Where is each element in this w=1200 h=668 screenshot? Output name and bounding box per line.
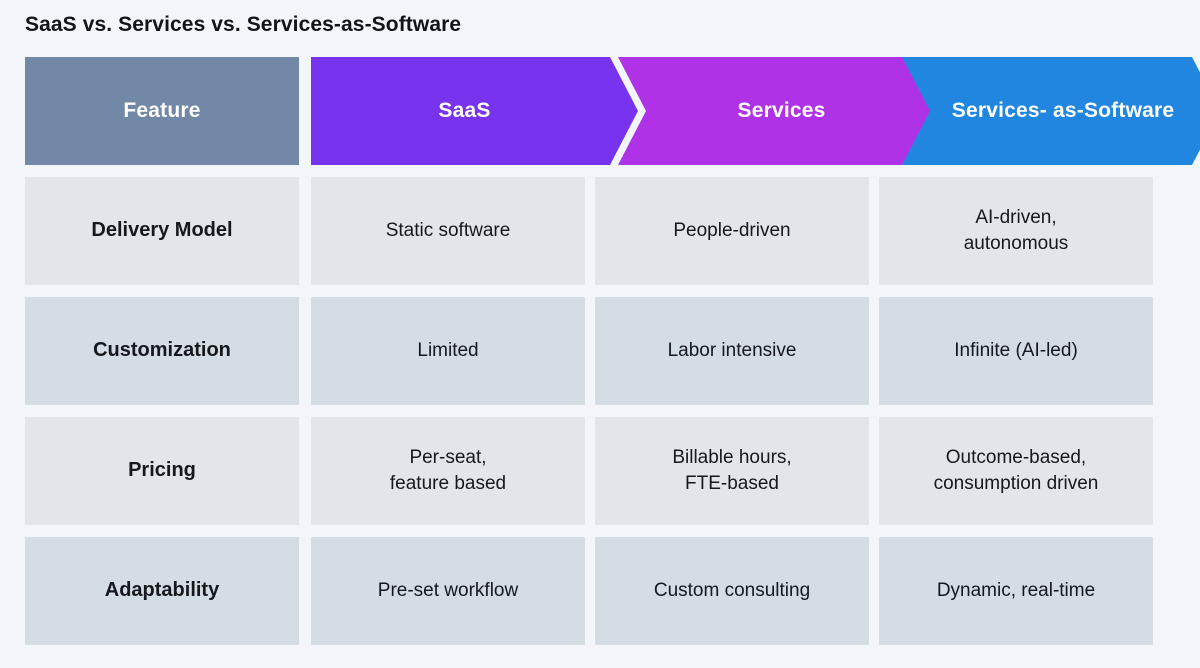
cell-value-line1: AI-driven, bbox=[975, 206, 1057, 228]
cell-adaptability-services-as-software[interactable]: Dynamic, real-time bbox=[879, 537, 1153, 645]
cell-value: Adaptability bbox=[104, 579, 220, 602]
cell-value: Pre-set workflow bbox=[377, 579, 519, 601]
cell-value: Static software bbox=[385, 219, 511, 241]
cell-value-line1: Billable hours, bbox=[672, 446, 792, 468]
column-header-saas[interactable]: SaaS bbox=[311, 57, 638, 165]
column-header-services-as-software-label: Services- as-Software bbox=[938, 98, 1189, 125]
cell-pricing-services-as-software[interactable]: Outcome-based, consumption driven bbox=[879, 417, 1153, 525]
row-label-adaptability[interactable]: Adaptability bbox=[25, 537, 299, 645]
cell-pricing-saas[interactable]: Per-seat, feature based bbox=[311, 417, 585, 525]
cell-value: Limited bbox=[417, 339, 479, 361]
row-label-customization[interactable]: Customization bbox=[25, 297, 299, 405]
cell-value: AI-driven, autonomous bbox=[964, 205, 1069, 257]
cell-value: Delivery Model bbox=[91, 219, 233, 242]
cell-value-line2: feature based bbox=[389, 473, 507, 494]
row-label-delivery-model[interactable]: Delivery Model bbox=[25, 177, 299, 285]
column-header-saas-label: SaaS bbox=[438, 98, 491, 122]
cell-value: People-driven bbox=[673, 219, 791, 241]
cell-value: Pricing bbox=[128, 459, 196, 482]
cell-value-line2: consumption driven bbox=[933, 473, 1099, 494]
cell-delivery-model-saas[interactable]: Static software bbox=[311, 177, 585, 285]
column-header-services[interactable]: Services bbox=[618, 57, 945, 165]
cell-value: Dynamic, real-time bbox=[936, 579, 1096, 601]
cell-value: Customization bbox=[93, 339, 231, 362]
cell-customization-services[interactable]: Labor intensive bbox=[595, 297, 869, 405]
cell-pricing-services[interactable]: Billable hours, FTE-based bbox=[595, 417, 869, 525]
column-header-services-label: Services bbox=[737, 98, 826, 122]
cell-delivery-model-services[interactable]: People-driven bbox=[595, 177, 869, 285]
table-row: Customization Limited Labor intensive In… bbox=[25, 297, 1175, 405]
column-header-feature-label: Feature bbox=[123, 98, 201, 122]
column-header-feature[interactable]: Feature bbox=[25, 57, 299, 165]
column-header-services-as-software-line2: as-Software bbox=[1053, 98, 1175, 122]
cell-adaptability-services[interactable]: Custom consulting bbox=[595, 537, 869, 645]
cell-value: Custom consulting bbox=[653, 579, 811, 601]
cell-delivery-model-services-as-software[interactable]: AI-driven, autonomous bbox=[879, 177, 1153, 285]
cell-value: Per-seat, feature based bbox=[390, 445, 506, 497]
cell-value-line1: Outcome-based, bbox=[945, 446, 1087, 468]
table-row: Adaptability Pre-set workflow Custom con… bbox=[25, 537, 1175, 645]
cell-value-line2: autonomous bbox=[963, 233, 1069, 254]
cell-value: Billable hours, FTE-based bbox=[672, 445, 791, 497]
page-title: SaaS vs. Services vs. Services-as-Softwa… bbox=[25, 13, 462, 36]
cell-value: Labor intensive bbox=[667, 339, 797, 361]
cell-value: Infinite (AI-led) bbox=[954, 339, 1078, 361]
cell-value: Outcome-based, consumption driven bbox=[934, 445, 1099, 497]
table-row: Pricing Per-seat, feature based Billable… bbox=[25, 417, 1175, 525]
row-label-pricing[interactable]: Pricing bbox=[25, 417, 299, 525]
cell-customization-services-as-software[interactable]: Infinite (AI-led) bbox=[879, 297, 1153, 405]
column-header-services-as-software[interactable]: Services- as-Software bbox=[902, 57, 1200, 165]
cell-value-line2: FTE-based bbox=[685, 473, 779, 494]
cell-value-line1: Per-seat, bbox=[409, 446, 487, 468]
table-row: Delivery Model Static software People-dr… bbox=[25, 177, 1175, 285]
table-header-row: Feature SaaS Services Services- as-Softw… bbox=[25, 57, 1175, 165]
column-header-services-as-software-line1: Services- bbox=[951, 98, 1047, 122]
cell-customization-saas[interactable]: Limited bbox=[311, 297, 585, 405]
comparison-table: Feature SaaS Services Services- as-Softw… bbox=[25, 57, 1175, 645]
cell-adaptability-saas[interactable]: Pre-set workflow bbox=[311, 537, 585, 645]
